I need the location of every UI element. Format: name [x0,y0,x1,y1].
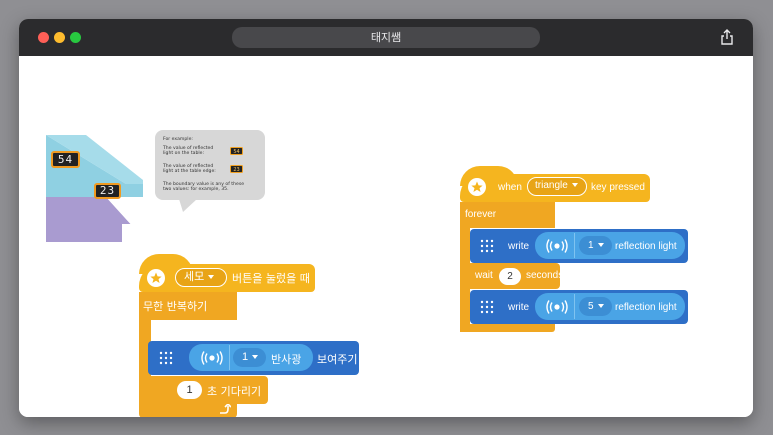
kr-hat-text: 버튼을 눌렀을 때 [232,272,310,285]
chevron-down-icon [597,304,604,309]
en-write1-port-dropdown[interactable]: 1 [579,236,612,255]
en-wait-input[interactable]: 2 [499,268,521,285]
minimize-window-button[interactable] [54,32,65,43]
en-hat-when: when [498,182,522,193]
light-sensor-icon [546,239,568,253]
en-write1-label: write [508,241,530,252]
chevron-down-icon [208,275,215,280]
edge-value-display: 23 [94,183,121,199]
en-write2-port-label: 5 [588,301,594,312]
example-tooltip: For example: The value of reflected ligh… [155,130,265,200]
en-key-dropdown-label: triangle [535,180,568,191]
address-bar[interactable]: 태지쌤 [232,27,540,48]
tooltip-line: light on the table: [163,151,205,156]
tooltip-heading: For example: [163,137,193,142]
sensor-divider [574,294,575,319]
loop-arrow-icon [220,404,231,414]
tooltip-tail [179,199,197,212]
en-forever-arm [460,228,470,332]
tooltip-line: The value of reflected [163,146,214,151]
en-wait-label: wait [475,270,493,281]
kr-wait-input[interactable]: 1 [177,381,202,399]
kr-start-icon [147,269,165,287]
kr-sensor-name: 반사광 [271,353,302,366]
en-write1-sensor-name: reflection light [615,241,677,252]
kr-key-dropdown-label: 세모 [184,271,205,283]
chevron-down-icon [252,355,259,360]
light-sensor-icon [546,300,568,314]
tooltip-line: The value of reflected [163,164,214,169]
en-forever-block[interactable] [460,202,555,228]
chevron-down-icon [571,183,578,188]
share-icon[interactable] [720,29,734,45]
en-hat-key: key pressed [591,182,645,193]
close-window-button[interactable] [38,32,49,43]
code-canvas: 54 23 For example: The value of reflecte… [19,56,753,417]
display-matrix-icon [480,239,494,253]
kr-display-action: 보여주기 [317,353,358,366]
maximize-window-button[interactable] [70,32,81,43]
display-matrix-icon [480,300,494,314]
tooltip-line: two values: for example, 35. [163,187,229,192]
title-bar: 태지쌤 [19,19,753,56]
en-wait-unit: seconds [526,270,564,281]
light-sensor-icon [201,351,223,365]
en-write2-sensor-name: reflection light [615,302,677,313]
table-edge-drawing [46,135,143,244]
kr-forever-label: 무한 반복하기 [143,300,208,313]
en-start-icon [468,178,486,196]
kr-port-dropdown[interactable]: 1 [233,348,266,367]
tooltip-line: light at the table edge: [163,169,216,174]
kr-port-dropdown-label: 1 [242,351,249,363]
tooltip-line: The boundary value is any of these [163,182,245,187]
kr-wait-block[interactable] [148,376,268,404]
kr-forever-block[interactable] [139,292,237,320]
browser-window: 태지쌤 54 23 For example: The value of refl… [19,19,753,417]
en-forever-label: forever [465,209,497,220]
en-key-dropdown[interactable]: triangle [527,177,587,196]
sensor-divider [229,345,230,370]
en-write2-label: write [508,302,530,313]
en-forever-foot [460,324,555,332]
tooltip-chip-table: 54 [230,147,243,155]
sensor-divider [574,233,575,258]
kr-key-dropdown[interactable]: 세모 [175,268,227,287]
tooltip-chip-edge: 23 [230,165,243,173]
reflection-illustration: 54 23 For example: The value of reflecte… [46,102,265,252]
en-write1-port-label: 1 [588,240,594,251]
en-write2-port-dropdown[interactable]: 5 [579,297,612,316]
chevron-down-icon [597,243,604,248]
display-matrix-icon [159,351,173,365]
table-value-display: 54 [51,151,80,168]
kr-wait-label: 초 기다리기 [207,385,262,398]
